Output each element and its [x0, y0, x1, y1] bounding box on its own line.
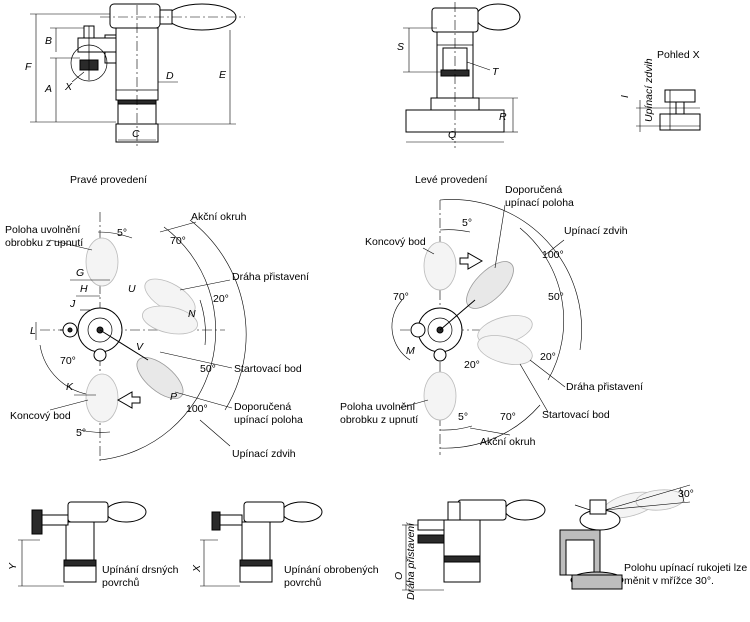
dim-i: I: [619, 95, 631, 98]
right-recommended-1: Doporučená: [234, 401, 291, 413]
dim-d: D: [166, 70, 174, 82]
left-approach: Dráha přistavení: [566, 381, 643, 393]
isometric-view: [559, 484, 691, 590]
dim-y: Y: [7, 562, 19, 570]
right-angle-20: 20°: [213, 293, 229, 305]
right-dim-n: N: [188, 308, 196, 320]
dim-o: O: [393, 572, 405, 580]
right-angle-50: 50°: [200, 363, 216, 375]
side-view-left: [30, 3, 245, 148]
front-view: [403, 2, 521, 148]
right-dim-j: J: [69, 298, 76, 310]
right-version-diagram: [35, 212, 247, 462]
rough-surface-diagram: [18, 501, 147, 587]
right-recommended-2: upínací poloha: [234, 414, 303, 426]
dim-x-bottom: X: [191, 564, 203, 573]
dim-s: S: [397, 41, 404, 53]
right-dim-g: G: [76, 267, 84, 279]
right-dim-u: U: [128, 283, 136, 295]
left-angle-70b: 70°: [500, 411, 516, 423]
left-angle-5a: 5°: [462, 217, 472, 229]
approach-label: Dráha přistavení: [405, 522, 417, 600]
machined-label-1: Upínání obrobených: [284, 564, 379, 576]
dim-a: A: [44, 83, 52, 95]
left-clamp-stroke: Upínací zdvih: [564, 225, 628, 237]
left-version-title: Levé provedení: [415, 174, 487, 186]
view-x-stroke-label: Upínací zdvih: [643, 58, 655, 122]
dim-q: Q: [448, 129, 456, 141]
view-x-label: Pohled X: [657, 49, 700, 61]
dim-c: C: [132, 128, 140, 140]
right-angle-100: 100°: [186, 403, 208, 415]
grid-note-2: měnit v mřížce 30°.: [624, 575, 714, 587]
left-dim-m: M: [406, 345, 415, 357]
rough-label-2: povrchů: [102, 577, 140, 589]
dim-t: T: [492, 66, 500, 78]
right-version-title: Pravé provedení: [70, 174, 147, 186]
dim-r: R: [499, 111, 507, 123]
left-angle-100: 100°: [542, 249, 564, 261]
dim-x: X: [64, 81, 73, 93]
right-approach: Dráha přistavení: [232, 271, 309, 283]
left-end-point: Koncový bod: [365, 236, 426, 248]
right-end-point: Koncový bod: [10, 410, 71, 422]
dim-f: F: [25, 61, 32, 73]
right-angle-5a: 5°: [117, 227, 127, 239]
right-dim-h: H: [80, 283, 88, 295]
left-angle-20: 20°: [540, 351, 556, 363]
grid-note-1: Polohu upínací rukojeti lze: [624, 562, 747, 574]
machined-label-2: povrchů: [284, 577, 322, 589]
right-angle-70: 70°: [170, 235, 186, 247]
right-dim-v: V: [136, 341, 144, 353]
left-angle-50: 50°: [548, 291, 564, 303]
left-release-2: obrobku z upnutí: [340, 414, 418, 426]
left-action-radius: Akční okruh: [480, 436, 536, 448]
right-dim-l: L: [30, 325, 36, 337]
left-start-point: Startovací bod: [542, 409, 610, 421]
right-release-1: Poloha uvolnění: [5, 224, 80, 236]
dim-e: E: [219, 69, 227, 81]
left-angle-5b: 5°: [458, 411, 468, 423]
left-angle-20b: 20°: [464, 359, 480, 371]
right-start-point: Startovací bod: [234, 363, 302, 375]
left-recommended-1: Doporučená: [505, 184, 562, 196]
view-x: [636, 89, 701, 132]
right-angle-70b: 70°: [60, 355, 76, 367]
right-clamp-stroke: Upínací zdvih: [232, 448, 296, 460]
left-release-1: Poloha uvolnění: [340, 401, 415, 413]
dim-b: B: [45, 35, 52, 47]
left-angle-70: 70°: [393, 291, 409, 303]
angle-30: 30°: [678, 488, 694, 500]
machined-surface-diagram: [200, 501, 323, 587]
rough-label-1: Upínání drsných: [102, 564, 179, 576]
right-dim-p: P: [170, 391, 177, 403]
left-recommended-2: upínací poloha: [505, 197, 574, 209]
approach-diagram: [402, 499, 546, 591]
right-dim-k: K: [66, 381, 74, 393]
right-action-radius: Akční okruh: [191, 211, 247, 223]
right-angle-5b: 5°: [76, 427, 86, 439]
right-release-2: obrobku z upnutí: [5, 237, 83, 249]
left-version-diagram: [391, 199, 582, 455]
